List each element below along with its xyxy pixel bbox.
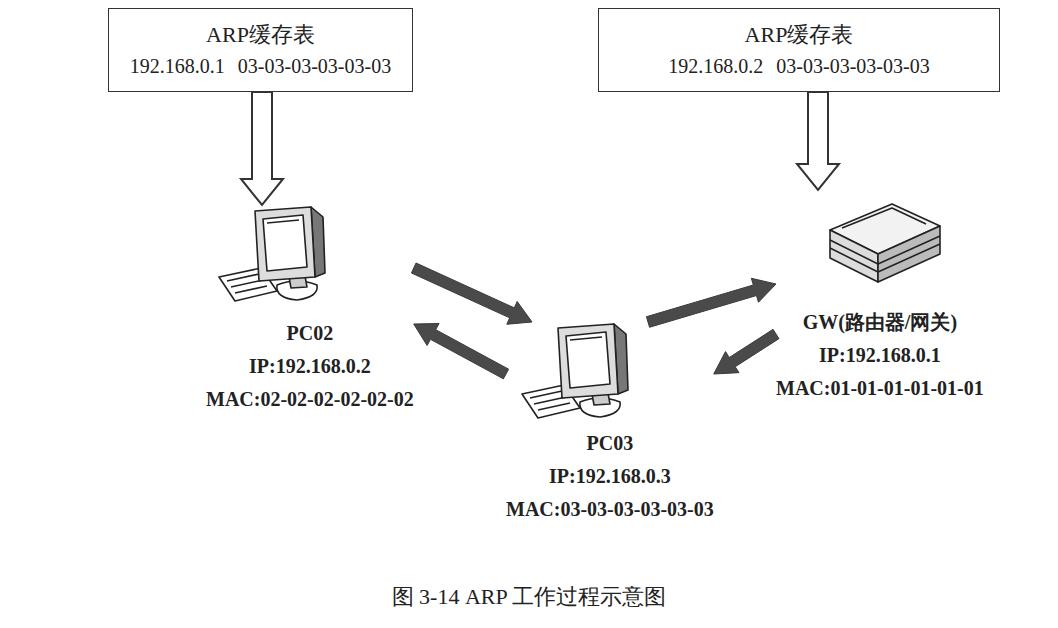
icon-area	[206, 205, 414, 317]
cache-entry: 192.168.0.2 03-03-03-03-03-03	[615, 51, 983, 81]
figure-caption: 图 3-14 ARP 工作过程示意图	[0, 582, 1058, 612]
icon-area	[506, 322, 714, 427]
device-name: GW(路由器/网关)	[776, 306, 984, 339]
arp-message-arrow	[411, 263, 532, 324]
address-label: IP:192.168.0.1	[776, 339, 984, 372]
address-label: IP:192.168.0.3	[506, 460, 714, 493]
computer-icon	[215, 205, 327, 305]
icon-stroke	[570, 337, 602, 340]
table-title: ARP缓存表	[125, 19, 396, 51]
device-name: PC03	[506, 427, 714, 460]
lookup-arrow	[241, 92, 283, 205]
icon-area	[776, 190, 984, 306]
arp-message-arrow	[646, 278, 776, 327]
gateway-router: GW(路由器/网关)IP:192.168.0.1MAC:01-01-01-01-…	[776, 190, 984, 405]
cache-entry: 192.168.0.1 03-03-03-03-03-03	[125, 51, 396, 81]
address-label: MAC:02-02-02-02-02-02	[206, 383, 414, 416]
icon-stroke	[830, 236, 940, 272]
router-icon	[822, 190, 946, 290]
computer-icon	[518, 322, 630, 422]
host-pc: PC03IP:192.168.0.3MAC:03-03-03-03-03-03	[506, 322, 714, 526]
address-label: MAC:01-01-01-01-01-01	[776, 372, 984, 405]
icon-stroke	[267, 220, 299, 223]
arp-message-arrow	[714, 329, 779, 374]
address-label: MAC:03-03-03-03-03-03	[506, 493, 714, 526]
icon-stroke	[558, 324, 618, 398]
icon-stroke	[830, 230, 878, 282]
icon-stroke	[566, 332, 610, 388]
arp-cache-box: ARP缓存表192.168.0.2 03-03-03-03-03-03	[598, 8, 1000, 92]
lookup-arrow	[797, 92, 839, 190]
table-title: ARP缓存表	[615, 19, 983, 51]
icon-stroke	[878, 226, 940, 282]
icon-stroke	[255, 207, 315, 281]
address-label: IP:192.168.0.2	[206, 350, 414, 383]
host-pc: PC02IP:192.168.0.2MAC:02-02-02-02-02-02	[206, 205, 414, 416]
arp-message-arrow	[414, 323, 509, 378]
icon-stroke	[263, 215, 307, 271]
arp-cache-box: ARP缓存表192.168.0.1 03-03-03-03-03-03	[108, 8, 413, 92]
icon-stroke	[842, 208, 926, 228]
device-name: PC02	[206, 317, 414, 350]
